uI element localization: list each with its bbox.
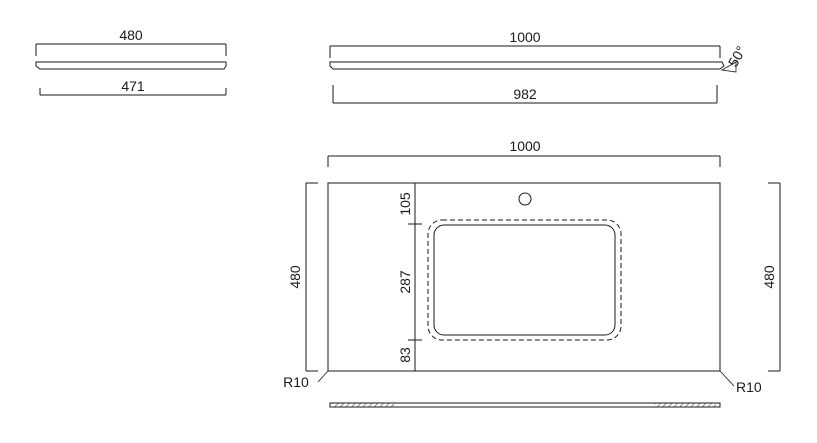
- dim-label-287: 287: [397, 270, 413, 294]
- dimension-480-right: 480: [761, 182, 781, 372]
- dimension-1000-plan: 1000: [327, 138, 721, 167]
- dim-label-83: 83: [397, 347, 413, 363]
- callout-r10-right: R10: [719, 370, 762, 395]
- hatch-support-right: [654, 403, 716, 407]
- hatch-support-left: [332, 403, 394, 407]
- dim-label-105: 105: [397, 192, 413, 216]
- internal-dimensions: 105 287 83: [397, 192, 422, 363]
- dim-label-1000-plan: 1000: [509, 138, 540, 154]
- dim-label-480-left: 480: [287, 265, 303, 289]
- plan-view: 1000 105 287 83 480: [283, 138, 781, 408]
- basin-outer-dashed: [427, 219, 622, 341]
- callout-r10-left: R10: [283, 370, 329, 390]
- bottom-edge-profile: [329, 402, 721, 408]
- side-view-large: 1000 50° 982: [329, 29, 749, 104]
- slab-profile-large: [329, 61, 725, 70]
- radius-label-left: R10: [283, 374, 309, 390]
- basin-inner: [433, 224, 616, 336]
- countertop-outline: [327, 182, 721, 372]
- dimension-480-left: 480: [287, 182, 318, 372]
- dim-label-982: 982: [513, 86, 537, 102]
- dimension-471: 471: [39, 78, 227, 96]
- side-view-small: 480 471: [35, 27, 227, 96]
- dim-label-480-right: 480: [761, 265, 777, 289]
- dim-label-471: 471: [121, 78, 145, 94]
- angle-label: 50°: [725, 43, 749, 69]
- angle-marker: 50°: [720, 43, 749, 73]
- dim-label-480-side: 480: [119, 27, 143, 43]
- dim-label-1000-side: 1000: [509, 29, 540, 45]
- dimension-480-top: 480: [35, 27, 227, 56]
- dimension-1000-top: 1000: [329, 29, 721, 58]
- dimension-982: 982: [332, 85, 718, 104]
- slab-profile-small: [35, 61, 227, 70]
- radius-label-right: R10: [736, 379, 762, 395]
- faucet-hole: [518, 192, 532, 206]
